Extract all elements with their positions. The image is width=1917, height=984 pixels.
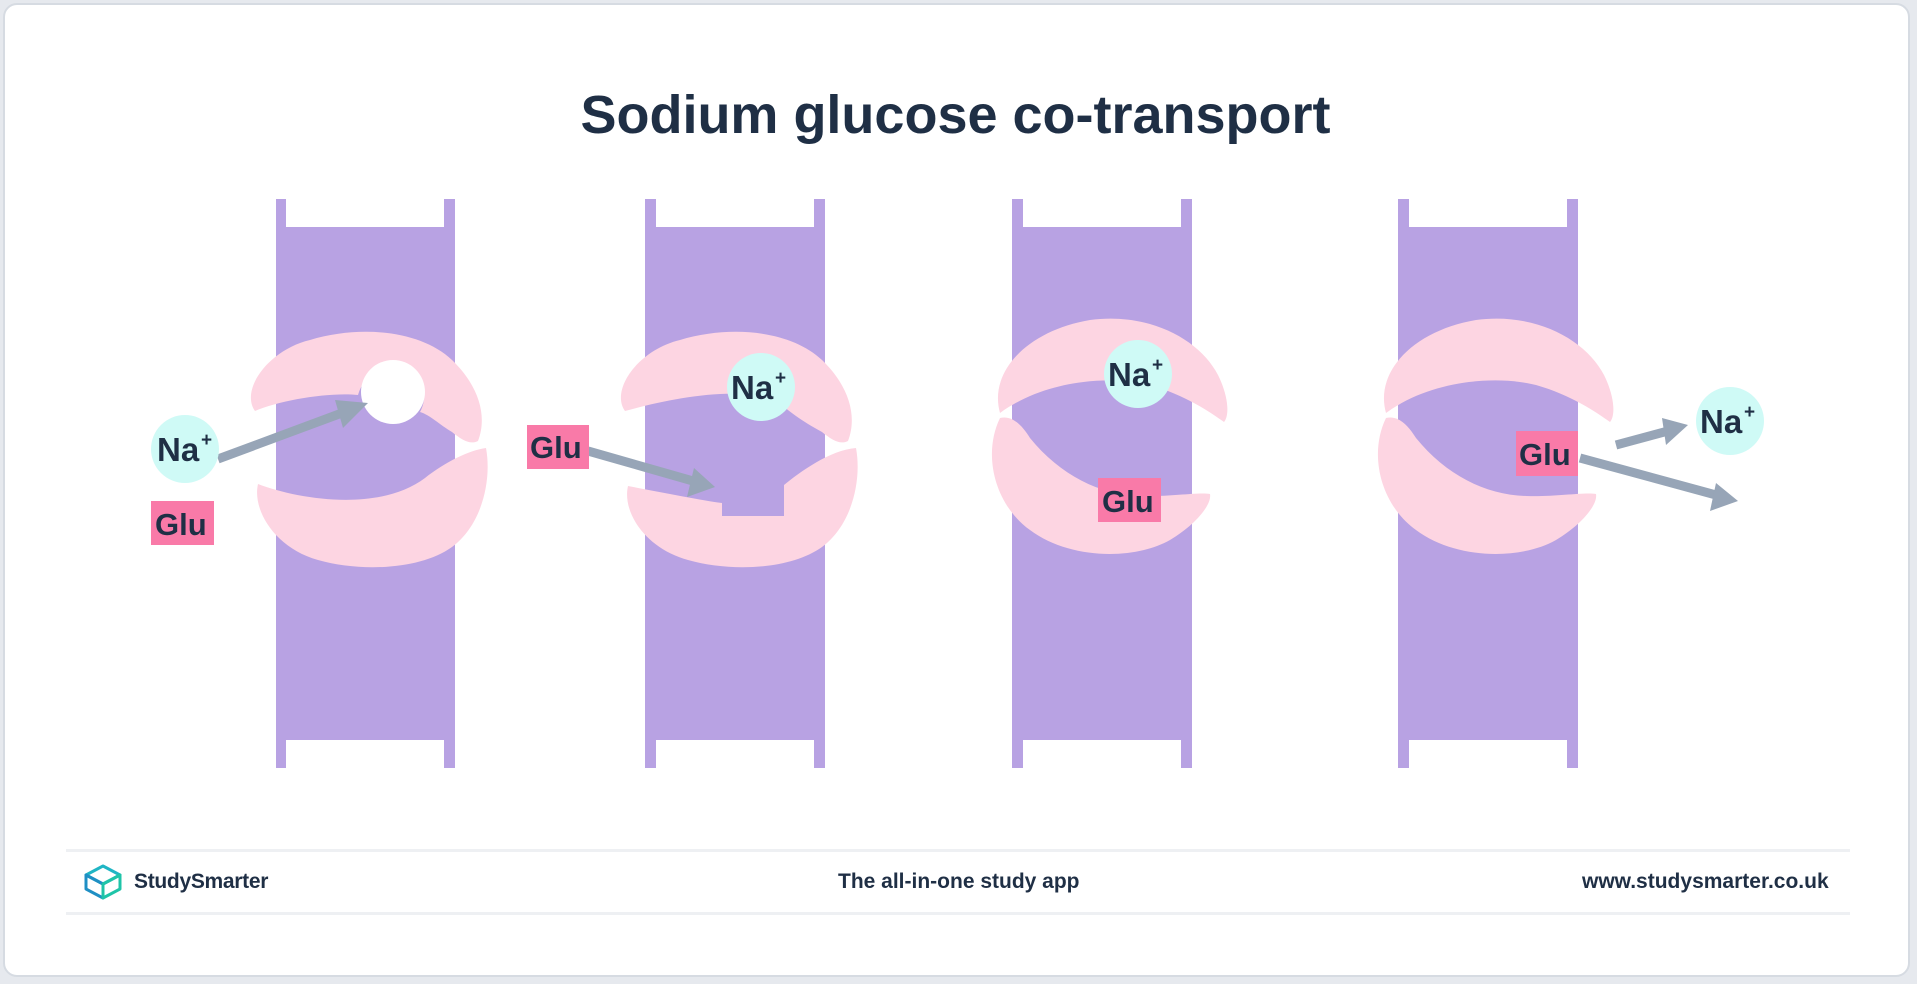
stage-4: Na + Glu	[1377, 199, 1764, 768]
footer-divider-bottom	[66, 912, 1850, 915]
glucose-box-2	[527, 425, 589, 469]
sodium-ion-3	[1104, 340, 1172, 408]
glucose-label-1: Glu	[155, 507, 207, 542]
glucose-box-4	[1516, 431, 1578, 476]
glucose-arrow-head-4	[1710, 483, 1738, 511]
sodium-charge-1: +	[201, 430, 212, 451]
glucose-arrow-2	[586, 446, 695, 486]
sodium-ion-1	[151, 415, 219, 483]
sodium-charge-3: +	[1152, 355, 1163, 376]
footer-tagline: The all-in-one study app	[838, 870, 1080, 893]
sodium-label-2: Na	[731, 369, 774, 406]
sodium-arrow-head-4	[1662, 418, 1688, 445]
binding-site-1	[361, 360, 425, 424]
sodium-label-1: Na	[157, 431, 200, 468]
glucose-box-1	[151, 501, 214, 545]
glucose-label-4: Glu	[1519, 437, 1571, 472]
cube-logo-icon	[84, 864, 122, 900]
sodium-charge-4: +	[1744, 402, 1755, 423]
glucose-label-2: Glu	[530, 430, 582, 465]
brand-name: StudySmarter	[134, 870, 269, 893]
protein-lower-half-4	[1377, 417, 1597, 554]
footer-divider-top	[66, 849, 1850, 852]
footer-brand: StudySmarter	[82, 864, 268, 900]
glucose-box-3	[1098, 478, 1161, 522]
glucose-arrow-head-2	[687, 468, 715, 497]
sodium-ion-4	[1696, 387, 1764, 455]
sodium-charge-2: +	[775, 368, 786, 389]
glucose-label-3: Glu	[1102, 484, 1154, 519]
sodium-label-3: Na	[1108, 356, 1151, 393]
protein-lower-half-1	[257, 448, 488, 568]
diagram-title: Sodium glucose co-transport	[580, 85, 1331, 145]
protein-upper-half-1	[250, 331, 482, 443]
sodium-arrow-head-1	[335, 400, 368, 428]
sodium-ion-2	[727, 353, 795, 421]
sodium-label-4: Na	[1700, 403, 1743, 440]
stage-1: Na + Glu	[151, 199, 488, 768]
stage-3: Na + Glu	[991, 199, 1228, 768]
protein-lower-half-2	[627, 448, 858, 568]
protein-upper-half-4	[1383, 318, 1614, 422]
stage-2: Na + Glu	[527, 199, 858, 768]
footer-url[interactable]: www.studysmarter.co.uk	[1582, 870, 1829, 893]
sodium-arrow-4	[1614, 426, 1670, 450]
sodium-arrow-1	[216, 405, 352, 464]
glucose-arrow-4	[1578, 453, 1718, 500]
